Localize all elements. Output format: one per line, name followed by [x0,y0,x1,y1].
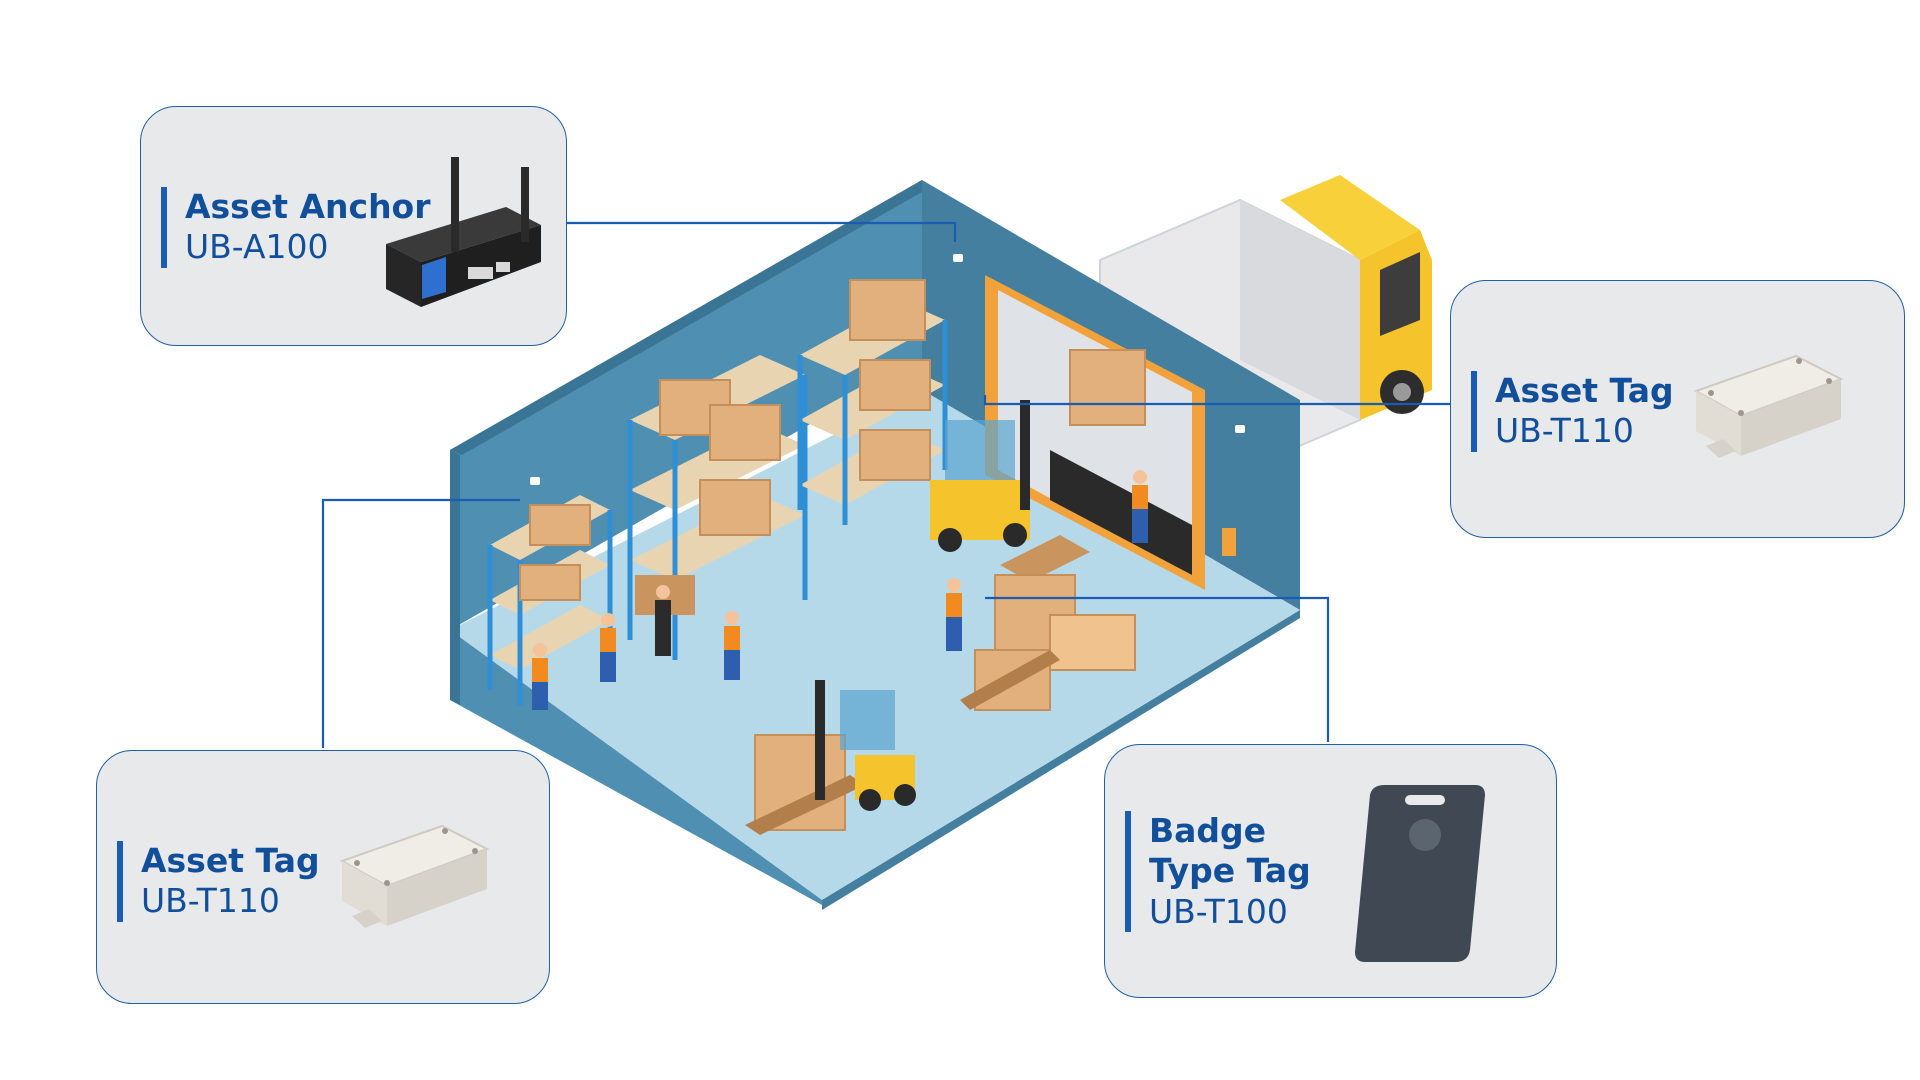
asset-tag-card-left: Asset Tag UB-T110 [96,750,550,1004]
device-name: Badge Type Tag [1149,811,1311,891]
connector-anchor [565,221,957,242]
badge-tag-label: Badge Type Tag UB-T100 [1125,811,1311,932]
badge-tag-card: Badge Type Tag UB-T100 [1104,744,1557,998]
forklift-icon [815,400,1030,811]
device-name: Asset Tag [141,841,320,880]
connector-badge-tag [985,596,1330,742]
asset-anchor-label: Asset Anchor UB-A100 [161,187,431,268]
wall-anchor-icon [953,254,963,262]
wall-anchor-icon [1222,528,1236,556]
asset-tag-icon [339,824,490,928]
asset-anchor-card: Asset Anchor UB-A100 [140,106,567,346]
connector-asset-tag-right [983,395,1475,406]
back-wall-left-top [450,180,922,455]
badge-tag-icon [1355,785,1485,962]
wall-anchor-icon [1235,425,1245,433]
asset-tag-label: Asset Tag UB-T110 [1471,371,1674,452]
device-model: UB-T110 [1495,411,1634,451]
device-model: UB-T110 [141,881,280,921]
connector-lines [321,221,1475,748]
asset-tag-label: Asset Tag UB-T110 [117,841,320,922]
wall-anchor-icon [530,477,540,485]
asset-tag-icon [1693,354,1844,458]
box-icon [519,279,1146,601]
router-icon [386,157,541,307]
connector-asset-tag-left [321,498,520,748]
front-edge-left [450,450,460,705]
asset-tag-card-right: Asset Tag UB-T110 [1450,280,1905,538]
device-model: UB-T100 [1149,891,1288,931]
device-model: UB-A100 [185,227,329,267]
device-name: Asset Anchor [185,187,431,226]
wall-edge-right [822,610,1300,910]
worker-icon [532,470,1148,710]
device-name: Asset Tag [1495,371,1674,410]
pallet-icon [635,535,1136,835]
